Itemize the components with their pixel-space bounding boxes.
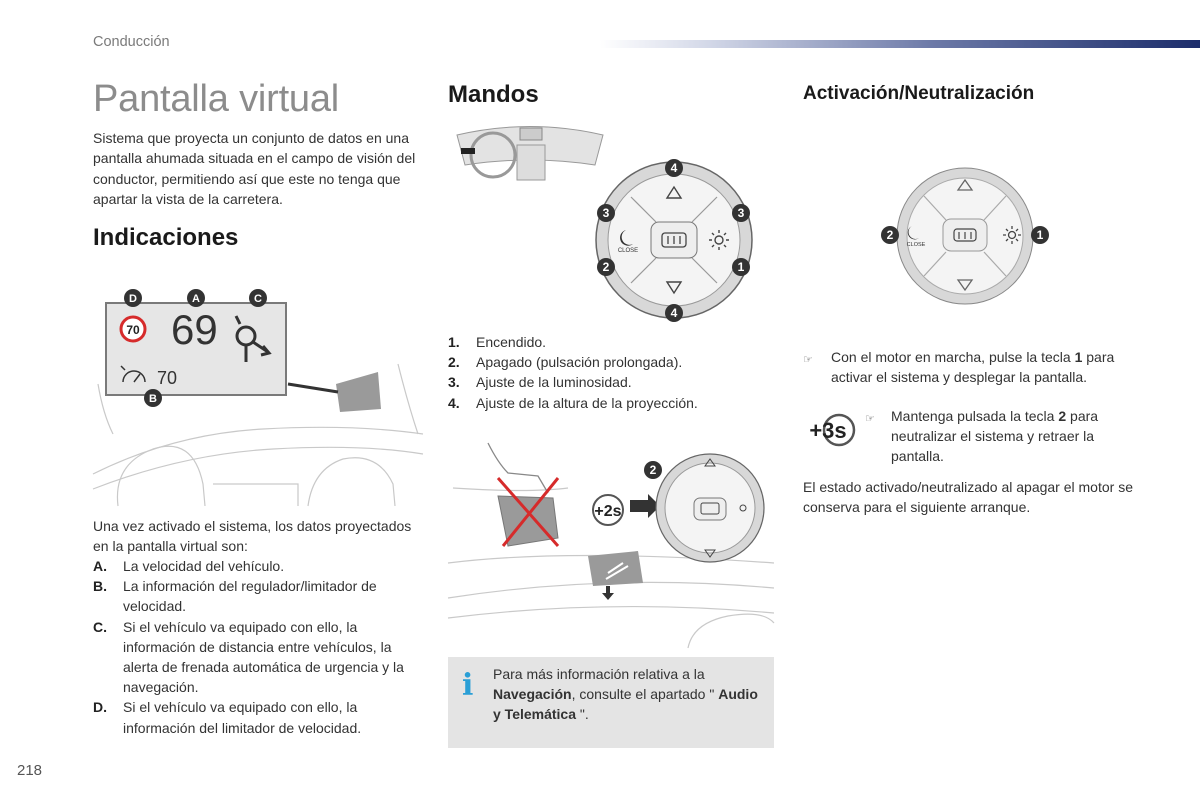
indicaciones-intro: Una vez activado el sistema, los datos p… [93,518,412,555]
press-2s-badge [592,494,624,526]
press-3s-label: +3s [809,418,846,443]
navigation-arrow-icon [234,315,272,362]
defrost-icon [953,228,977,242]
vehicle-speed-value: 69 [171,306,218,353]
close-label: CLOSE [618,248,638,254]
dashboard-thumbnail [456,126,604,181]
retract-screen-figure: +2s 2 [447,442,775,649]
callout-2: 2 [650,463,657,477]
brightness-icon [709,230,729,250]
info-icon: i [462,668,474,703]
info-box [448,657,774,748]
callout-c: C [254,293,262,305]
callout-1: 1 [738,260,745,274]
pointing-hand-icon: ☞ [865,413,875,425]
arrow-up-icon [956,178,974,191]
mandos-list: 1.Encendido. 2.Apagado (pulsación prolon… [448,332,768,413]
callout-4-bottom: 4 [671,306,678,320]
arrow-down-icon [956,279,974,292]
cruise-speed-value: 70 [157,368,177,388]
control-pad-diagram: CLOSE 4 4 3 3 2 1 [595,159,753,322]
activation-instruction: ☞ Con el motor en marcha, pulse la tecla… [803,347,1133,387]
list-item: 2.Apagado (pulsación prolongada). [448,354,683,371]
activacion-heading: Activación/Neutralización [803,83,1035,104]
callout-markers [124,289,267,407]
list-item: A.La velocidad del vehículo. [93,558,285,574]
projection-pane [336,372,381,412]
mandos-heading: Mandos [448,81,539,108]
callout-2: 2 [603,260,610,274]
projection-beam [287,382,339,394]
callout-d: D [129,293,137,305]
callout-1: 1 [1037,228,1044,242]
press-2s-label: +2s [594,503,621,520]
intro-paragraph: Sistema que proyecta un conjunto de dato… [93,130,416,208]
list-item: 4.Ajuste de la altura de la proyección. [448,394,698,411]
retract-lines [605,562,629,580]
prohibited-cross-icon [496,477,560,547]
list-item: 1.Encendido. [448,334,547,350]
section-label: Conducción [93,34,170,50]
arrow-up-icon [665,185,683,199]
activation-pad-diagram: CLOSE 2 1 [881,167,1049,305]
speed-limit-sign [119,315,147,343]
neutralize-instruction: ☞ Mantenga pulsada la tecla 2 para neutr… [865,406,1135,467]
page-title: Pantalla virtual [93,78,340,120]
cruise-control-icon [120,365,146,383]
callout-2: 2 [887,228,894,242]
info-text: Para más información relativa a la Naveg… [493,666,758,723]
audio-telematica-link-text: Audio y Telemática [493,686,758,723]
callout-4-top: 4 [671,161,678,175]
list-item: 3.Ajuste de la luminosidad. [448,374,632,391]
arrow-down-icon [665,281,683,295]
callout-b: B [149,393,157,405]
navegacion-link-text: Navegación [493,686,572,703]
virtual-display-figure: 70 69 70 D A C B [92,289,424,507]
list-item: D.Si el vehículo va equipado con ello, l… [93,699,362,736]
press-3s-badge: +3s [809,413,856,447]
small-control-pad [644,453,765,563]
speed-limit-value: 70 [126,323,140,337]
indicaciones-list: A.La velocidad del vehículo. B.La inform… [93,556,423,738]
virtual-screen-pane [497,495,559,547]
list-item: C.Si el vehículo va equipado con ello, l… [93,618,404,696]
moon-icon [620,230,633,246]
pointing-hand-icon: ☞ [803,354,813,366]
hand-sketch [487,442,549,494]
arrow-down-icon [602,586,614,600]
dashboard-sketch [92,363,424,507]
brightness-icon [1003,226,1021,244]
close-label: CLOSE [907,242,926,248]
press-arrow-icon [630,494,660,518]
callout-3-left: 3 [603,206,610,220]
list-item: B.La información del regulador/limitador… [93,578,377,615]
indicaciones-heading: Indicaciones [93,224,239,251]
callout-a: A [192,293,200,305]
header-gradient-bar [600,40,1200,48]
page-number: 218 [17,762,43,779]
callout-3-right: 3 [738,206,745,220]
activation-state-note: El estado activado/neutralizado al apaga… [803,479,1133,516]
defrost-icon [661,232,687,248]
